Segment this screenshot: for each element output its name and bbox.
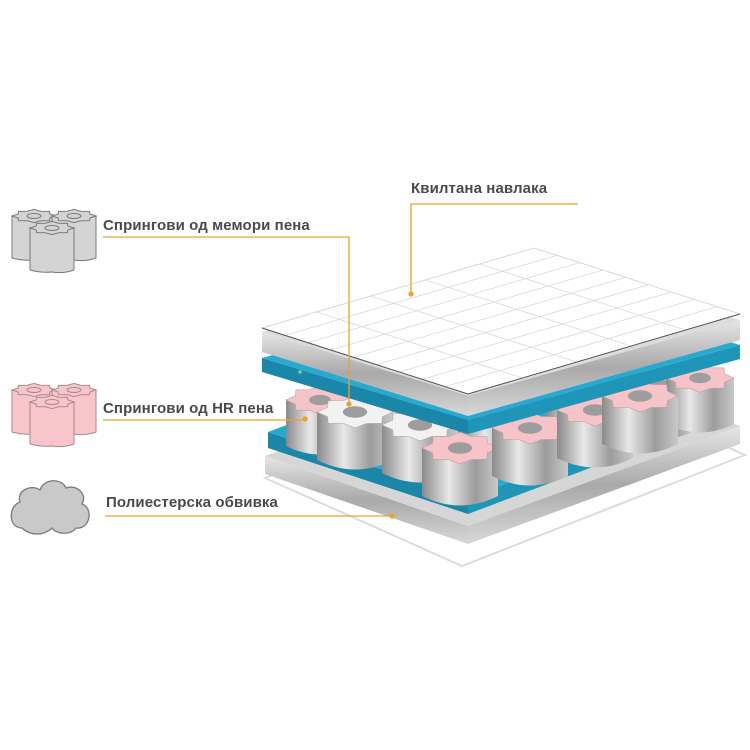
leader-dot-memory-foam	[346, 401, 352, 407]
spring-mini	[28, 220, 76, 274]
hr-foam-spring-cluster-icon	[10, 382, 98, 448]
leader-dot-quilted-cover	[408, 291, 414, 297]
label-memory-foam-springs: Спрингови од мемори пена	[103, 217, 310, 234]
leader-dot-polyester	[389, 513, 395, 519]
label-polyester-padding: Полиестерска обвивка	[106, 494, 278, 511]
leader-quilted-cover	[410, 203, 578, 293]
springs-layer	[285, 363, 735, 506]
spring	[421, 431, 499, 506]
leader-dots	[302, 291, 414, 519]
quilted-cover-grid	[260, 247, 742, 395]
label-quilted-cover: Квилтана навлака	[411, 180, 548, 197]
leader-lines	[103, 203, 578, 517]
polyester-cloud-icon	[10, 480, 90, 535]
foam-vent-dot	[298, 370, 302, 374]
leader-memory-foam	[103, 236, 350, 403]
leader-dot-hr-foam	[302, 416, 308, 422]
label-hr-foam-springs: Спрингови од HR пена	[103, 400, 274, 417]
memory-foam-spring-cluster-icon	[10, 208, 98, 274]
spring-mini	[28, 394, 76, 448]
